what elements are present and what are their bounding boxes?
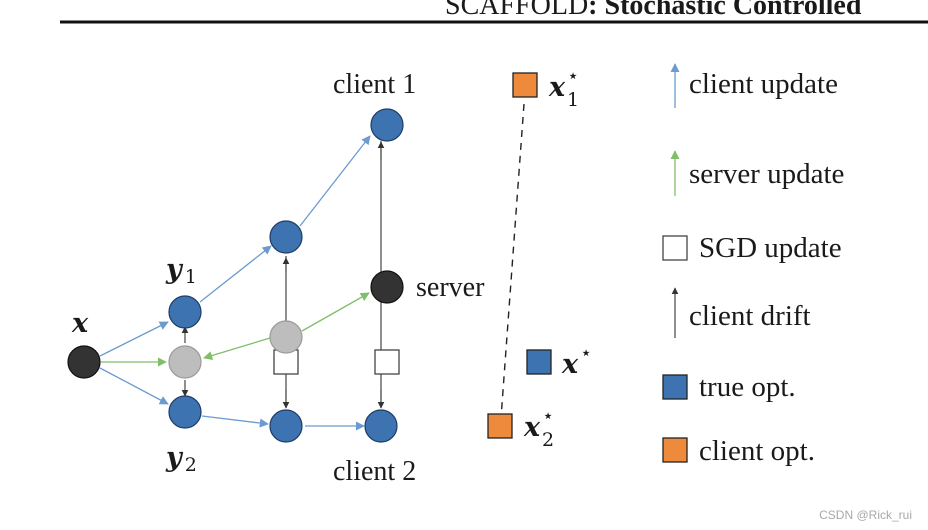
node-average-mid bbox=[269, 320, 303, 354]
legend-label-client-drift: client drift bbox=[689, 300, 811, 332]
legend-item-true-opt: true opt. bbox=[662, 371, 796, 403]
client-update-arrows bbox=[99, 135, 371, 431]
node-client1-step1 bbox=[269, 220, 303, 254]
orange-square-icon bbox=[662, 437, 688, 463]
sgd-update-square-mid bbox=[273, 349, 299, 375]
server-update-avg-left bbox=[203, 337, 271, 360]
label-x2-star: x⋆2 bbox=[523, 405, 554, 451]
legend-item-client-update: client update bbox=[670, 63, 838, 108]
legend-item-client-drift: client drift bbox=[671, 287, 811, 338]
server-update-arrows bbox=[101, 292, 370, 367]
node-client1 bbox=[370, 108, 404, 142]
node-server bbox=[370, 270, 404, 304]
legend-label-true-opt: true opt. bbox=[699, 371, 796, 403]
client-opt-square-1 bbox=[512, 72, 538, 98]
label-client2: client 2 bbox=[333, 456, 416, 487]
legend-label-client-update: client update bbox=[689, 68, 838, 100]
legend-item-sgd-update: SGD update bbox=[662, 232, 842, 264]
node-client2 bbox=[364, 409, 398, 443]
label-server: server bbox=[416, 272, 485, 303]
node-y2 bbox=[168, 395, 202, 429]
node-x bbox=[67, 345, 101, 379]
legend-label-server-update: server update bbox=[689, 158, 844, 190]
legend: client update server update SGD update c… bbox=[662, 63, 844, 467]
legend-item-server-update: server update bbox=[670, 150, 844, 196]
client-update-mid-client1 bbox=[299, 135, 371, 227]
label-client1: client 1 bbox=[333, 69, 416, 100]
client-opt-dashed-link bbox=[500, 103, 525, 419]
client-update-y2-mid bbox=[201, 415, 269, 428]
true-opt-square bbox=[526, 349, 552, 375]
node-average-left bbox=[168, 345, 202, 379]
node-client2-step1 bbox=[269, 409, 303, 443]
label-x: x bbox=[71, 308, 89, 339]
sgd-update-square-server bbox=[374, 349, 400, 375]
node-y1 bbox=[168, 295, 202, 329]
legend-item-client-opt: client opt. bbox=[662, 435, 815, 467]
client-update-x-y1 bbox=[99, 321, 169, 357]
client-opt-square-2 bbox=[487, 413, 513, 439]
client-update-y1-mid bbox=[199, 245, 272, 303]
header-title: SCAFFOLD: Stochastic Controlled bbox=[445, 0, 862, 21]
legend-label-client-opt: client opt. bbox=[699, 435, 815, 467]
watermark: CSDN @Rick_rui bbox=[819, 508, 912, 522]
blue-square-icon bbox=[662, 374, 688, 400]
server-update-avg-server bbox=[301, 292, 370, 332]
legend-label-sgd-update: SGD update bbox=[699, 232, 842, 264]
hollow-square-icon bbox=[662, 235, 688, 261]
label-x1-star: x⋆1 bbox=[548, 65, 579, 111]
client-update-x-y2 bbox=[99, 367, 169, 405]
label-x-star: x⋆ bbox=[561, 342, 592, 380]
